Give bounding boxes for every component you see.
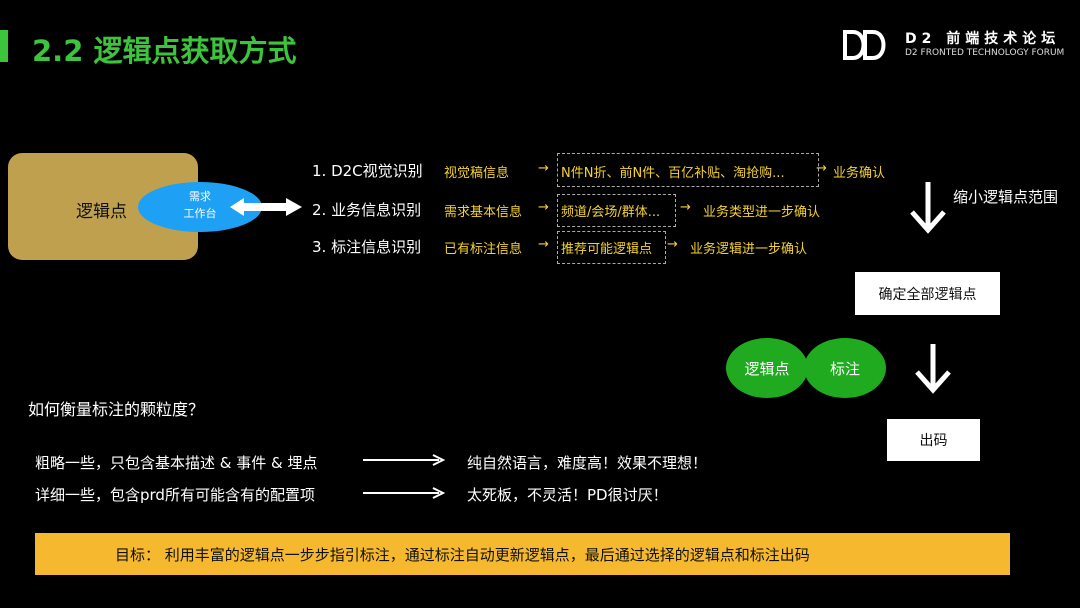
double-arrow-icon [230,198,302,216]
logic-point-label: 逻辑点 [76,202,127,222]
row-label-d2c: 1. D2C视觉识别 [312,162,423,180]
arrow-icon: → [680,200,691,215]
right-arrow-icon [363,454,445,466]
row-label-business: 2. 业务信息识别 [312,201,422,219]
row-source: 需求基本信息 [444,205,523,220]
row-source: 已有标注信息 [444,242,523,257]
workbench-label: 需求 工作台 [172,188,228,222]
row-label-annotation: 3. 标注信息识别 [312,238,422,256]
coarse-result: 纯自然语言，难度高！效果不理想！ [467,454,708,472]
down-arrow-icon [910,182,946,234]
row-result: 业务确认 [833,166,886,181]
narrow-range-label: 缩小逻辑点范围 [953,188,1059,206]
output-code-box: 出码 [887,419,980,461]
logic-point-node: 逻辑点 [726,338,808,398]
goal-banner: 目标： 利用丰富的逻辑点一步步指引标注，通过标注自动更新逻辑点，最后通过选择的逻… [35,533,1010,575]
dashed-box [557,194,676,227]
logo-subtitle: D2 FRONTED TECHNOLOGY FORUM [905,48,1065,58]
row-box-text: N件N折、前N件、百亿补贴、淘抢购... [561,166,785,181]
arrow-icon: → [538,161,549,176]
arrow-icon: → [538,200,549,215]
workbench-line1: 需求 [189,190,211,203]
arrow-icon: → [538,237,549,252]
row-result: 业务类型进一步确认 [703,205,821,220]
dashed-box [557,231,666,264]
arrow-icon: → [816,161,827,176]
arrow-icon: → [667,237,678,252]
annotation-node: 标注 [804,338,886,398]
row-box-text: 频道/会场/群体... [561,205,661,220]
row-result: 业务逻辑进一步确认 [690,242,808,257]
confirm-all-box: 确定全部逻辑点 [855,272,1000,315]
row-source: 视觉稿信息 [444,166,510,181]
dashed-box [557,153,819,187]
coarse-option: 粗略一些，只包含基本描述 & 事件 & 埋点 [35,454,318,472]
d2-logo-icon [843,30,886,60]
page-title: 2.2 逻辑点获取方式 [32,34,297,68]
right-arrow-icon [363,487,445,499]
detailed-option: 详细一些，包含prd所有可能含有的配置项 [35,486,315,504]
row-box-text: 推荐可能逻辑点 [561,242,653,257]
logo-title: D2 前端技术论坛 [905,31,1061,47]
detailed-result: 太死板，不灵活！PD很讨厌！ [467,486,668,504]
workbench-line2: 工作台 [183,207,217,220]
down-arrow-icon [915,344,951,394]
title-accent-bar [0,30,8,62]
granularity-question: 如何衡量标注的颗粒度？ [28,400,205,419]
